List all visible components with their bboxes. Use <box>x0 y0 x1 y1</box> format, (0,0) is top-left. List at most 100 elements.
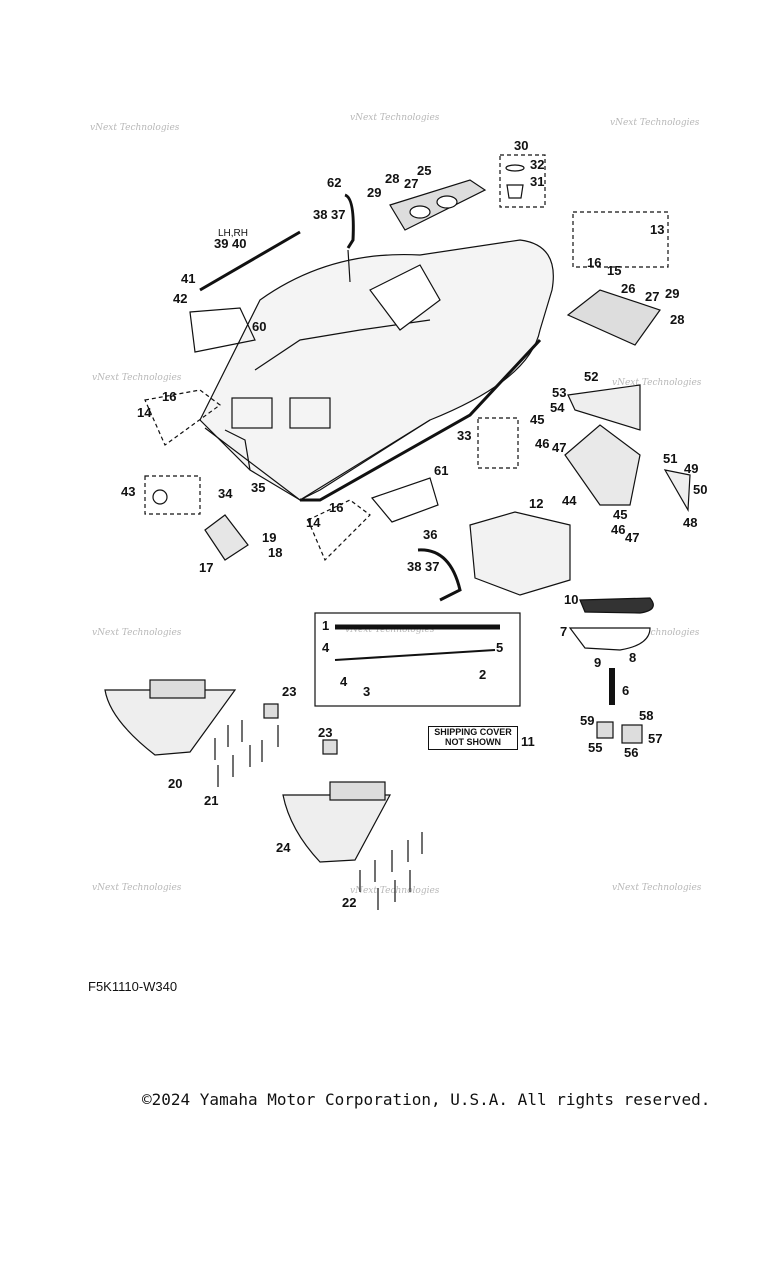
callout-8: 8 <box>629 650 636 665</box>
callout-2: 2 <box>479 667 486 682</box>
callout-43: 43 <box>121 484 135 499</box>
part-61 <box>370 477 439 523</box>
boat-hull <box>199 239 554 501</box>
callout-45b: 45 <box>613 507 627 522</box>
callout-39: 39 <box>214 236 228 251</box>
callout-34: 34 <box>218 486 233 501</box>
callout-50: 50 <box>693 482 707 497</box>
watermark: vNext Technologies <box>350 113 440 123</box>
callout-16: 16 <box>587 255 601 270</box>
callout-56: 56 <box>624 745 638 760</box>
callout-25: 25 <box>417 163 431 178</box>
callout-53: 53 <box>552 385 566 400</box>
callout-32: 32 <box>530 157 544 172</box>
watermark: vNext Technologies <box>610 118 700 128</box>
watermark: vNext Technologies <box>612 378 702 388</box>
watermark: vNext Technologies <box>92 628 182 638</box>
callout-38b: 38 <box>407 559 421 574</box>
callout-9: 9 <box>594 655 601 670</box>
part-10 <box>579 597 654 614</box>
callout-62: 62 <box>327 175 341 190</box>
callout-27b: 27 <box>645 289 659 304</box>
side-label: LH,RH <box>218 228 248 239</box>
callout-47b: 47 <box>625 530 639 545</box>
callout-4b: 4 <box>340 674 348 689</box>
part-52 <box>567 384 641 431</box>
bolts-21 <box>214 720 279 787</box>
callout-28: 28 <box>385 171 399 186</box>
callout-3: 3 <box>363 684 370 699</box>
part-60 <box>189 307 256 353</box>
callout-31: 31 <box>530 174 544 189</box>
callout-17: 17 <box>199 560 213 575</box>
callout-26: 26 <box>621 281 635 296</box>
part-24 <box>282 794 392 863</box>
callout-16b: 16 <box>162 389 176 404</box>
shipping-note-line2: NOT SHOWN <box>445 737 501 747</box>
callout-37b: 37 <box>425 559 439 574</box>
callout-59: 59 <box>580 713 594 728</box>
callout-42: 42 <box>173 291 187 306</box>
part-20 <box>104 689 237 756</box>
callout-58: 58 <box>639 708 653 723</box>
callout-57: 57 <box>648 731 662 746</box>
callout-16c: 16 <box>329 500 343 515</box>
part-17 <box>204 514 249 561</box>
callout-29: 29 <box>367 185 381 200</box>
bolts-22 <box>359 832 423 910</box>
part-48 <box>663 469 691 513</box>
callout-38: 38 <box>313 207 327 222</box>
callout-4: 4 <box>322 640 330 655</box>
callout-14: 14 <box>137 405 152 420</box>
callout-22: 22 <box>342 895 356 910</box>
callout-7: 7 <box>560 624 567 639</box>
callout-14b: 14 <box>306 515 321 530</box>
callout-55: 55 <box>588 740 602 755</box>
watermark: vNext Technologies <box>610 628 700 638</box>
callout-23: 23 <box>282 684 296 699</box>
callout-29b: 29 <box>665 286 679 301</box>
diagram-code: F5K1110-W340 <box>88 979 178 994</box>
shipping-note-line1: SHIPPING COVER <box>434 727 512 737</box>
shipping-cover-note: SHIPPING COVER NOT SHOWN <box>428 726 518 750</box>
callout-60: 60 <box>252 319 266 334</box>
watermark: vNext Technologies <box>92 373 182 383</box>
callout-20: 20 <box>168 776 182 791</box>
callout-5: 5 <box>496 640 503 655</box>
callout-1: 1 <box>322 618 329 633</box>
callout-46b: 46 <box>611 522 625 537</box>
callout-37: 37 <box>331 207 345 222</box>
watermark: vNext Technologies <box>612 883 702 893</box>
callout-19: 19 <box>262 530 276 545</box>
callout-52: 52 <box>584 369 598 384</box>
callout-36: 36 <box>423 527 437 542</box>
watermark: vNext Technologies <box>90 123 180 133</box>
copyright-text: ©2024 Yamaha Motor Corporation, U.S.A. A… <box>142 1090 711 1109</box>
callout-21: 21 <box>204 793 218 808</box>
part-44 <box>564 424 641 506</box>
callout-35: 35 <box>251 480 265 495</box>
callout-15: 15 <box>607 263 621 278</box>
part-12 <box>469 511 571 596</box>
part-25 <box>389 179 487 231</box>
callout-49: 49 <box>684 461 698 476</box>
part-26 <box>566 289 661 346</box>
watermark: vNext Technologies <box>345 625 435 635</box>
callouts: 30 32 31 25 28 27 29 62 38 37 LH,RH 39 4… <box>121 138 707 910</box>
callout-61: 61 <box>434 463 448 478</box>
watermark: vNext Technologies <box>92 883 182 893</box>
callout-44: 44 <box>562 493 577 508</box>
drawing <box>104 154 691 910</box>
callout-24: 24 <box>276 840 291 855</box>
callout-41: 41 <box>181 271 195 286</box>
callout-11: 11 <box>521 734 535 749</box>
callout-46: 46 <box>535 436 549 451</box>
callout-6: 6 <box>622 683 629 698</box>
callout-33: 33 <box>457 428 471 443</box>
part-7 <box>568 627 651 651</box>
callout-54: 54 <box>550 400 565 415</box>
callout-27: 27 <box>404 176 418 191</box>
callout-51: 51 <box>663 451 677 466</box>
callout-45: 45 <box>530 412 544 427</box>
